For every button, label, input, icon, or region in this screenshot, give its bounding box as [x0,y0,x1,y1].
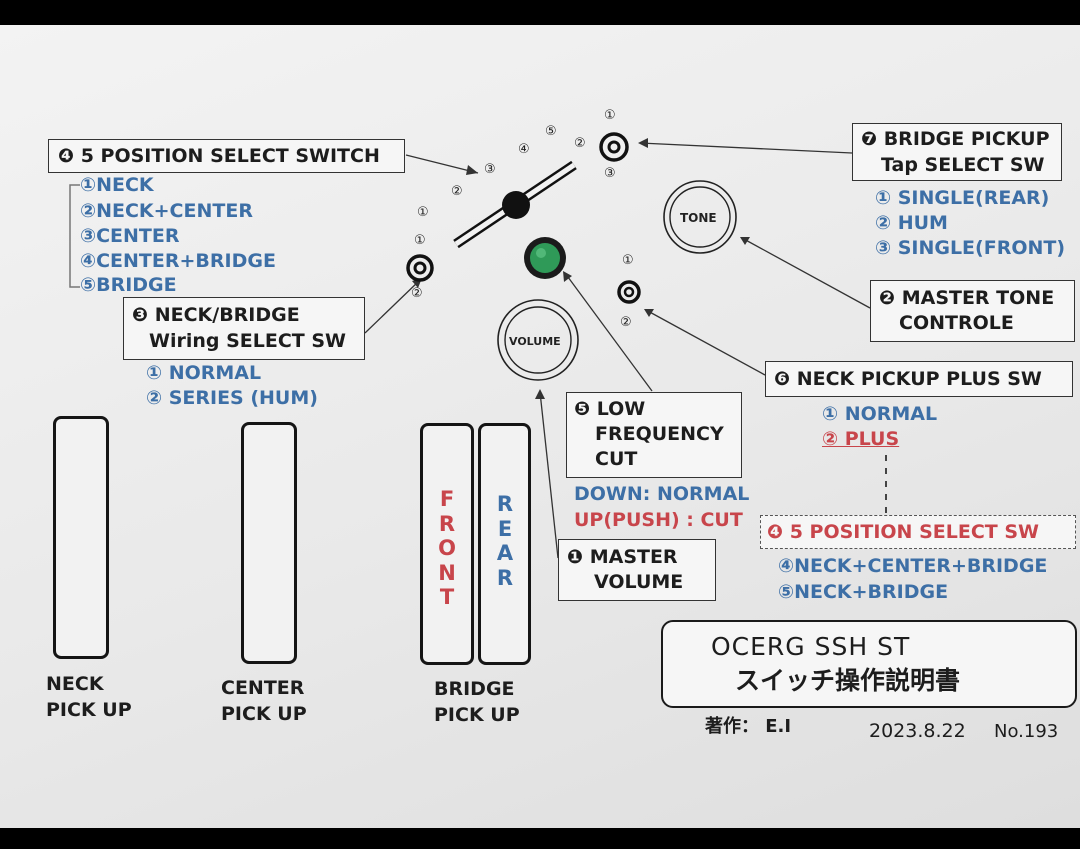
neck-bridge-title: ❸ NECK/BRIDGE [132,304,300,326]
tone-knob-label: TONE [680,211,717,225]
tap-mark-1: ① [604,108,616,123]
master-volume-box: ❶ MASTER VOLUME [558,539,716,601]
five-pos-mark-2: ② [451,184,463,199]
center-pickup-label-2: PICK UP [221,703,307,725]
plus-option-2: ② PLUS [822,428,900,450]
five-pos-mark-5: ⑤ [545,124,557,139]
tap-option-2: ② HUM [875,212,948,234]
neck-pickup-label-2: PICK UP [46,699,132,721]
position-3: ③CENTER [80,225,180,247]
linked-switch-box: ❹ 5 POSITION SELECT SW [760,515,1076,549]
tap-option-3: ③ SINGLE(FRONT) [875,237,1066,259]
tone-knob [663,180,737,254]
low-cut-down: DOWN: NORMAL [574,483,750,505]
rear-label: R E A R [496,492,514,590]
low-cut-title: ❺ LOW [574,398,646,420]
nb-option-2: ② SERIES (HUM) [146,387,318,409]
bridge-tap-title: ❼ BRIDGE PICKUP [861,128,1050,150]
linked-position-5: ⑤NECK+BRIDGE [778,581,949,603]
volume-knob [497,299,579,381]
low-cut-up: UP(PUSH) : CUT [574,509,743,531]
plus-mark-2: ② [620,315,632,330]
five-pos-mark-4: ④ [518,142,530,157]
neck-plus-switch [617,280,641,304]
nb-option-1: ① NORMAL [146,362,262,384]
master-volume-subtitle: VOLUME [594,571,684,593]
master-tone-box: ❷ MASTER TONE CONTROLE [870,280,1075,342]
neck-plus-title: ❻ NECK PICKUP PLUS SW [774,368,1042,390]
author: 著作： E.I [705,716,792,737]
arrow-5pos-switch [405,154,479,174]
center-pickup [241,422,297,664]
position-1: ①NECK [80,174,154,196]
front-label: F R O N T [438,487,456,610]
doc-number: No.193 [994,721,1059,742]
neck-plus-box: ❻ NECK PICKUP PLUS SW [765,361,1073,397]
arrow-neck-plus [645,309,766,376]
five-position-title: ❹ 5 POSITION SELECT SWITCH [58,145,380,167]
arrow-master-volume [539,391,559,559]
bridge-pickup-label: BRIDGE [434,678,515,700]
master-tone-subtitle: CONTROLE [899,312,1014,334]
master-tone-title: ❷ MASTER TONE [879,287,1055,309]
master-volume-title: ❶ MASTER [567,546,678,568]
title-block: OCERG SSH ST スイッチ操作説明書 [661,620,1077,708]
center-pickup-label: CENTER [221,677,305,699]
arrow-master-tone [741,237,871,309]
bridge-tap-subtitle: Tap SELECT SW [881,154,1045,176]
low-cut-title-3: CUT [595,448,638,470]
neck-pickup-label: NECK [46,673,104,695]
five-pos-mark-1: ① [417,205,429,220]
five-pos-mark-3: ③ [484,162,496,177]
neck-bridge-box: ❸ NECK/BRIDGE Wiring SELECT SW [123,297,365,360]
bridge-pickup-label-2: PICK UP [434,704,520,726]
leader-lines [69,132,887,559]
neck-bridge-subtitle: Wiring SELECT SW [149,330,347,352]
five-position-title-box: ❹ 5 POSITION SELECT SWITCH [48,139,405,173]
instruction-sheet: ① ② ③ ⑤ ④ ③ ② ① ① ② ① ② TONE VOLUME ❹ 5 … [0,25,1080,828]
bridge-pickup-front-coil [420,423,474,665]
neck-pickup [53,416,109,659]
bridge-tap-box: ❼ BRIDGE PICKUP Tap SELECT SW [852,123,1062,181]
tap-mark-3: ③ [604,166,616,181]
tap-mark-2: ② [574,136,586,151]
manual-subtitle: スイッチ操作説明書 [735,666,961,695]
bridge-tap-switch [599,132,629,162]
position-bracket [69,184,80,288]
nb-mark-2: ② [411,286,423,301]
bridge-pickup-rear-coil [478,423,531,665]
plus-mark-1: ① [622,253,634,268]
arrow-bridge-tap [639,142,853,154]
neck-bridge-switch [406,254,434,282]
date: 2023.8.22 [869,720,966,742]
arrow-neck-bridge [364,279,421,334]
low-cut-box: ❺ LOW FREQUENCY CUT [566,392,742,478]
linked-position-4: ④NECK+CENTER+BRIDGE [778,555,1048,577]
arrow-low-cut [564,272,653,392]
position-2: ②NECK+CENTER [80,200,253,222]
tap-option-1: ① SINGLE(REAR) [875,187,1050,209]
low-cut-title-2: FREQUENCY [595,423,724,445]
position-4: ④CENTER+BRIDGE [80,250,276,272]
lever-pivot [502,191,530,219]
nb-mark-1: ① [414,233,426,248]
linked-switch-title: ❹ 5 POSITION SELECT SW [767,521,1039,543]
volume-knob-label: VOLUME [509,335,561,348]
plus-option-1: ① NORMAL [822,403,938,425]
model-name: OCERG SSH ST [711,632,911,661]
position-5: ⑤BRIDGE [80,274,177,296]
